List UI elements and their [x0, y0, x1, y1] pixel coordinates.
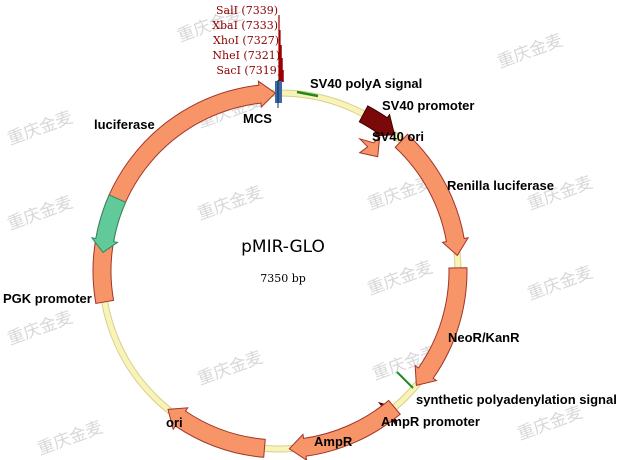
watermark: 重庆金麦: [5, 193, 76, 235]
features-layer: [90, 80, 470, 460]
plasmid-size: 7350 bp: [260, 272, 306, 285]
label-neor: NeoR/KanR: [448, 330, 520, 345]
label-ori: ori: [166, 415, 183, 430]
label-pgk: PGK promoter: [3, 291, 92, 306]
label-sv40-polya: SV40 polyA signal: [310, 76, 422, 91]
site-label-saci: SacI (7319): [216, 64, 281, 77]
sv40-promoter-arrow[interactable]: [358, 105, 396, 137]
watermark: 重庆金麦: [525, 263, 596, 305]
label-mcs: MCS: [243, 111, 272, 126]
pgk-promoter-arrow[interactable]: [90, 194, 127, 254]
site-label-sali: SalI (7339): [216, 4, 278, 17]
label-renilla: Renilla luciferase: [447, 178, 554, 193]
plasmid-name: pMIR-GLO: [241, 237, 325, 257]
neor-arrow[interactable]: [414, 267, 468, 387]
label-synth-polya: synthetic polyadenylation signal: [416, 392, 617, 407]
watermark: 重庆金麦: [5, 308, 76, 350]
ori-arrow[interactable]: [167, 407, 266, 458]
watermark: 重庆金麦: [365, 258, 436, 300]
label-sv40-ori: SV40 ori: [372, 129, 424, 144]
site-label-xbai: XbaI (7333): [212, 19, 278, 32]
ampr-arrow[interactable]: [288, 399, 401, 460]
sv40-ori-arrow[interactable]: [357, 135, 381, 158]
watermark: 重庆金麦: [35, 418, 106, 460]
label-ampr: AmpR: [314, 434, 353, 449]
site-label-xhoi: XhoI (7327): [213, 34, 279, 47]
watermark: 重庆金麦: [5, 108, 76, 150]
watermark: 重庆金麦: [195, 348, 266, 390]
site-label-nhei: NheI (7321): [212, 49, 280, 62]
renilla-arrow[interactable]: [394, 133, 470, 257]
watermark: 重庆金麦: [195, 183, 266, 225]
watermark: 重庆金麦: [515, 403, 586, 445]
label-luciferase: luciferase: [94, 117, 155, 132]
label-ampr-promoter: AmpR promoter: [381, 414, 480, 429]
sv40-polya-mark[interactable]: [296, 90, 319, 98]
watermark: 重庆金麦: [495, 31, 566, 73]
label-sv40-promoter: SV40 promoter: [382, 98, 474, 113]
synth-polya-mark[interactable]: [396, 371, 414, 389]
